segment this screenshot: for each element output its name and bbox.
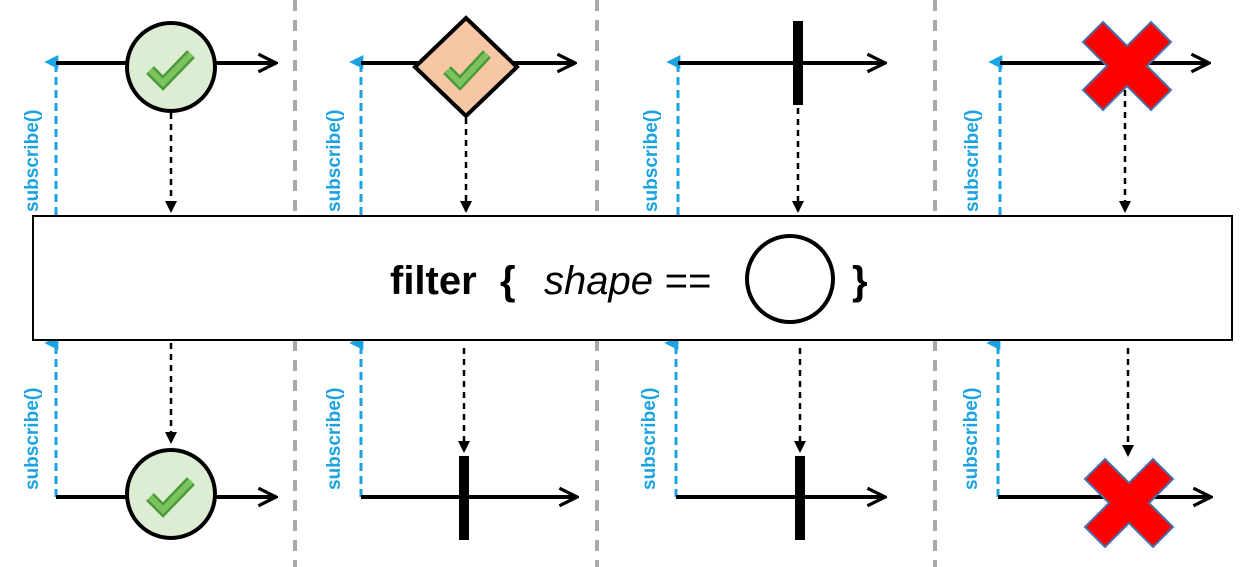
operator-open-brace: { [500, 259, 516, 303]
subscribe-label-bottom: subscribe() [22, 388, 43, 490]
completion-bar [795, 456, 805, 540]
column-1: subscribe() subscribe() [22, 21, 276, 540]
error-cross-icon [1081, 20, 1173, 112]
operator-rect [32, 215, 1233, 341]
column-2: subscribe() subscribe() [324, 15, 577, 540]
error-cross-icon [1083, 457, 1175, 549]
operator-close-brace: } [852, 259, 868, 303]
column-4: subscribe() subscribe() [961, 20, 1211, 549]
subscribe-label-top: subscribe() [324, 110, 345, 212]
completion-bar [459, 456, 469, 540]
diamond-check-icon [412, 15, 520, 119]
subscribe-label-bottom: subscribe() [961, 388, 982, 490]
subscribe-label-top: subscribe() [962, 110, 983, 212]
operator-keyword: filter [390, 259, 477, 303]
circle-icon [745, 234, 835, 324]
completion-bar [793, 21, 803, 105]
subscribe-label-top: subscribe() [641, 110, 662, 212]
circle-check-icon [125, 448, 217, 540]
circle-check-icon [125, 21, 217, 113]
subscribe-label-bottom: subscribe() [639, 388, 660, 490]
operator-condition: shape == [544, 259, 711, 303]
subscribe-label-bottom: subscribe() [324, 388, 345, 490]
operator-box: filter { shape == } [32, 215, 1233, 341]
column-3: subscribe() subscribe() [639, 21, 885, 540]
subscribe-label-top: subscribe() [22, 110, 43, 212]
